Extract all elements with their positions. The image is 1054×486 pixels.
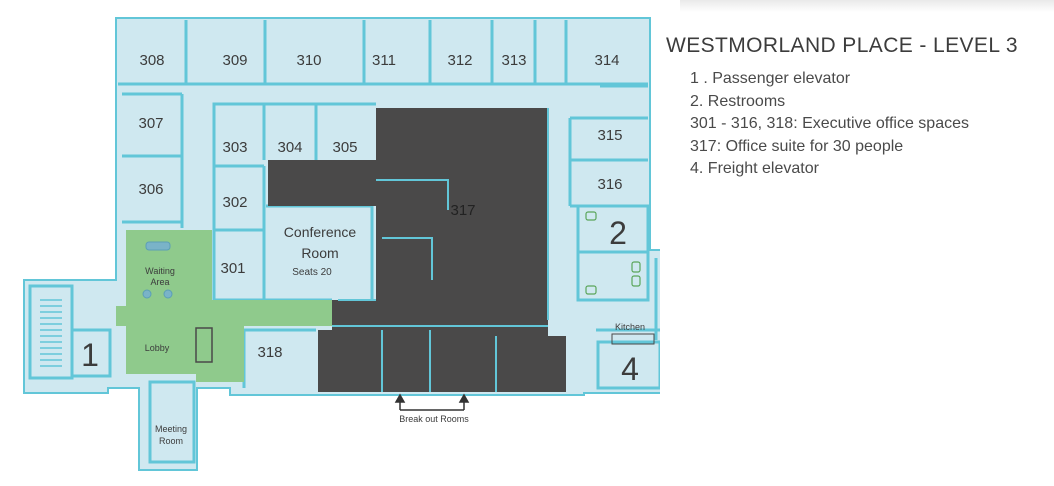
restrooms-marker: 2 <box>609 215 627 251</box>
meeting-label-1: Meeting <box>155 424 187 434</box>
legend-item: 2. Restrooms <box>690 92 786 110</box>
conference-label-1: Conference <box>284 224 357 240</box>
room-317-label: 317 <box>450 202 475 219</box>
page-top-shadow <box>680 0 1054 12</box>
conference-label-2: Room <box>301 245 338 261</box>
waiting-label-2: Area <box>150 277 169 287</box>
breakout-label: Break out Rooms <box>399 414 469 424</box>
wall-lines <box>28 20 660 464</box>
suite-317 <box>268 108 566 392</box>
floor-outline <box>23 17 660 471</box>
room-315-label: 315 <box>597 127 622 144</box>
legend-item: 301 - 316, 318: Executive office spaces <box>690 115 969 132</box>
room-304-label: 304 <box>277 139 302 156</box>
room-309-label: 309 <box>222 52 247 69</box>
room-311-label: 311 <box>372 52 396 69</box>
room-307-label: 307 <box>138 115 163 132</box>
room-306-label: 306 <box>138 181 163 198</box>
room-303-label: 303 <box>222 139 247 156</box>
meeting-label-2: Room <box>159 436 183 446</box>
room-308-label: 308 <box>139 52 164 69</box>
waiting-label-1: Waiting <box>145 266 175 276</box>
freight-marker: 4 <box>621 351 639 387</box>
room-313-label: 313 <box>501 52 526 69</box>
kitchen-counter <box>611 333 655 345</box>
legend-item: 4. Freight elevator <box>690 160 819 177</box>
legend-item: 317: Office suite for 30 people <box>690 137 904 155</box>
floor-plan: 308 309 310 311 312 313 314 307 306 303 … <box>23 17 660 471</box>
room-302-label: 302 <box>222 194 247 211</box>
lobby-label: Lobby <box>145 343 170 353</box>
room-310-label: 310 <box>296 52 321 69</box>
room-316-label: 316 <box>597 176 622 193</box>
legend-item: 1 . Passenger elevator <box>690 70 851 87</box>
room-305-label: 305 <box>332 139 357 156</box>
room-312-label: 312 <box>447 52 472 69</box>
waiting-furniture <box>142 241 173 299</box>
room-318-label: 318 <box>257 344 282 361</box>
lobby-area <box>116 230 332 382</box>
legend-list: 1 . Passenger elevator 2. Restrooms 301 … <box>666 68 1018 181</box>
conference-seats: Seats 20 <box>292 267 332 278</box>
elevator-marker: 1 <box>81 337 99 373</box>
plan-title: WESTMORLAND PLACE - LEVEL 3 <box>666 34 1018 57</box>
kitchen-label: Kitchen <box>615 322 645 332</box>
breakout-arrows <box>394 393 470 411</box>
lobby-desk <box>195 327 213 363</box>
room-314-label: 314 <box>594 52 619 69</box>
stairs-left <box>40 299 62 367</box>
room-301-label: 301 <box>220 260 245 277</box>
legend: WESTMORLAND PLACE - LEVEL 3 1 . Passenge… <box>666 34 1018 181</box>
restroom-fixtures <box>585 211 641 295</box>
suite-317-walls <box>332 108 549 392</box>
